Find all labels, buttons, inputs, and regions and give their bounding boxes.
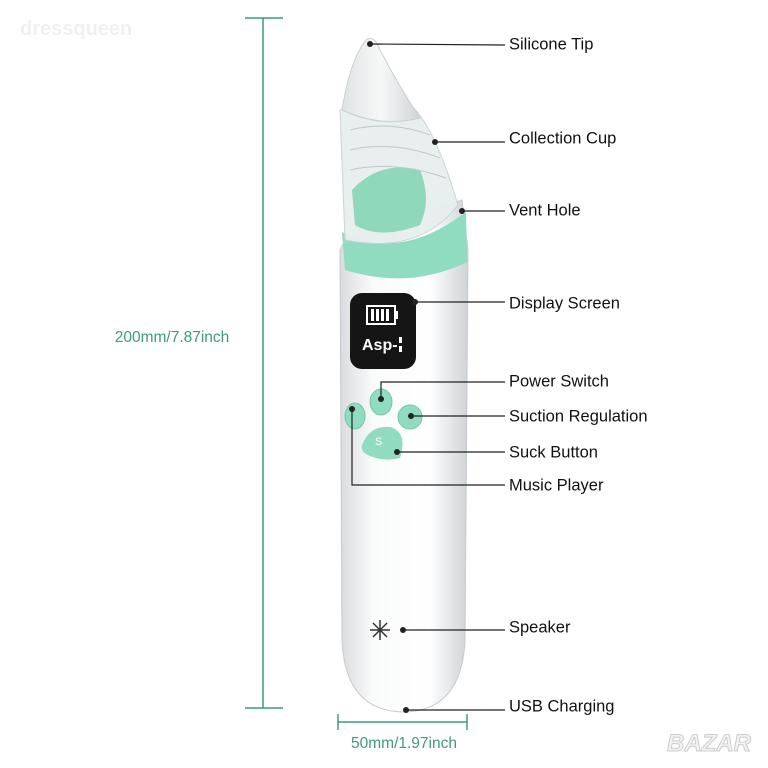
width-label: 50mm/1.97inch [351, 735, 457, 752]
label-speaker: Speaker [509, 618, 571, 637]
suck-button [361, 426, 403, 460]
speaker-icon [370, 620, 390, 640]
watermark: dressqueen [20, 18, 133, 40]
silicone-tip [341, 37, 421, 123]
label-silicone-tip: Silicone Tip [509, 35, 594, 54]
label-display-screen: Display Screen [509, 294, 620, 313]
label-collection-cup: Collection Cup [509, 129, 617, 148]
screen-text: Asp- [362, 337, 398, 354]
label-suck-button: Suck Button [509, 443, 598, 462]
height-label: 200mm/7.87inch [114, 329, 230, 346]
music-player-button [344, 402, 366, 430]
label-vent-hole: Vent Hole [509, 201, 581, 220]
label-usb-charging: USB Charging [509, 697, 615, 716]
leader-lines [351, 43, 506, 711]
width-dimension-line [337, 714, 468, 730]
label-suction-regulation: Suction Regulation [509, 407, 648, 426]
label-music-player: Music Player [509, 476, 604, 495]
svg-text:S: S [375, 436, 382, 448]
bazar-logo: BAZAR [667, 730, 752, 758]
height-dimension-line [245, 17, 283, 709]
green-collar [342, 212, 467, 279]
label-power-switch: Power Switch [509, 372, 609, 391]
display-screen [350, 293, 416, 369]
